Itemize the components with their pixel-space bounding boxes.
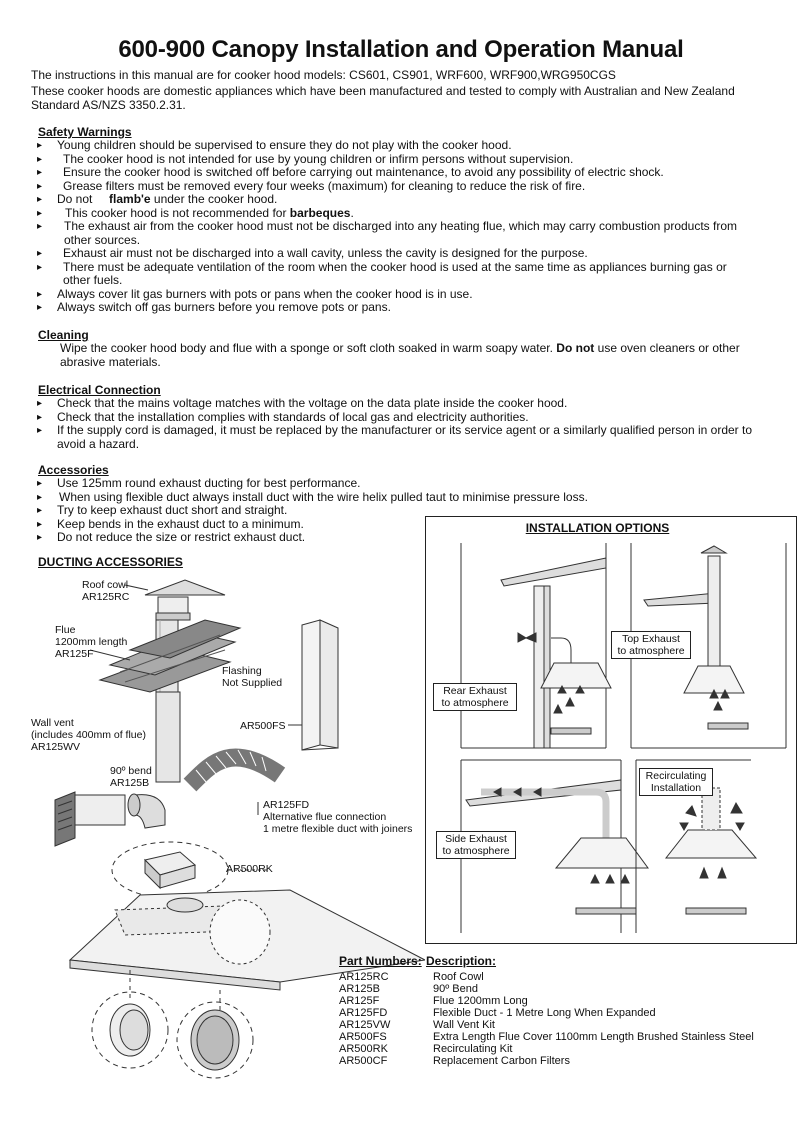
- flexible-duct-icon: [183, 748, 286, 792]
- intro-standards: These cooker hoods are domestic applianc…: [31, 84, 735, 112]
- list-item: Try to keep exhaust duct short and strai…: [37, 503, 457, 518]
- list-item: Exhaust air must not be discharged into …: [37, 246, 757, 261]
- label-wall-vent: Wall vent(includes 400mm of flue)AR125WV: [31, 717, 146, 753]
- label-ar500fs: AR500FS: [240, 720, 286, 732]
- electrical-heading: Electrical Connection: [38, 383, 161, 397]
- ducting-heading: DUCTING ACCESSORIES: [38, 555, 183, 569]
- rear-exhaust-diagram: [460, 543, 612, 749]
- accessories-heading: Accessories: [38, 463, 109, 477]
- list-item: Young children should be supervised to e…: [37, 138, 757, 153]
- cleaning-heading: Cleaning: [38, 328, 89, 342]
- filter-icon: [91, 991, 169, 1069]
- recirc-kit-icon: [144, 851, 197, 890]
- installation-options-heading: INSTALLATION OPTIONS: [525, 521, 670, 535]
- cleaning-text: Wipe the cooker hood body and flue with …: [60, 341, 740, 369]
- list-item: Grease filters must be removed every fou…: [37, 179, 757, 194]
- page-title: 600-900 Canopy Installation and Operatio…: [118, 36, 684, 63]
- intro-models: The instructions in this manual are for …: [31, 68, 616, 82]
- list-item: Ensure the cooker hood is switched off b…: [37, 165, 757, 180]
- carbon-filter-icon: [176, 1001, 254, 1079]
- list-item: Do not reduce the size or restrict exhau…: [37, 530, 457, 545]
- list-item: The exhaust air from the cooker hood mus…: [37, 219, 757, 247]
- list-item: There must be adequate ventilation of th…: [37, 260, 757, 288]
- list-item: Use 125mm round exhaust ducting for best…: [37, 476, 457, 491]
- flue-cover-icon: [301, 619, 339, 751]
- list-item: Keep bends in the exhaust duct to a mini…: [37, 517, 457, 532]
- installation-diagrams: [460, 543, 787, 933]
- installation-options-panel: [425, 516, 797, 944]
- list-item: Check that the mains voltage matches wit…: [37, 396, 757, 411]
- list-item: Check that the installation complies wit…: [37, 410, 757, 425]
- list-item: If the supply cord is damaged, it must b…: [37, 423, 757, 451]
- list-item: The cooker hood is not intended for use …: [37, 152, 757, 167]
- ducting-illustration: [54, 579, 425, 1079]
- accessories-list: Use 125mm round exhaust ducting for best…: [37, 476, 588, 545]
- list-item: Always cover lit gas burners with pots o…: [37, 287, 757, 302]
- parts-header: Part Numbers: Description:: [339, 954, 497, 968]
- wall-vent-icon: [54, 791, 126, 847]
- flambe-word: flamb'e: [109, 192, 151, 206]
- bend-icon: [127, 793, 166, 829]
- recirculating-diagram: [635, 759, 758, 933]
- hood-icon: [68, 889, 425, 991]
- list-item: Always switch off gas burners before you…: [37, 300, 757, 315]
- flashing-icon: [98, 619, 242, 693]
- list-item: When using flexible duct always install …: [37, 490, 588, 505]
- list-item: Do not flamb'e under the cooker hood.: [37, 192, 757, 207]
- roof-cowl-icon: [144, 579, 226, 621]
- side-exhaust-diagram: [460, 759, 649, 933]
- label-ar500rk: AR500RK: [226, 863, 273, 875]
- electrical-list: Check that the mains voltage matches wit…: [37, 396, 757, 451]
- top-exhaust-diagram: [630, 543, 787, 749]
- list-item: This cooker hood is not recommended for …: [37, 206, 757, 221]
- safety-list: Young children should be supervised to e…: [37, 138, 757, 315]
- safety-heading: Safety Warnings: [38, 125, 132, 139]
